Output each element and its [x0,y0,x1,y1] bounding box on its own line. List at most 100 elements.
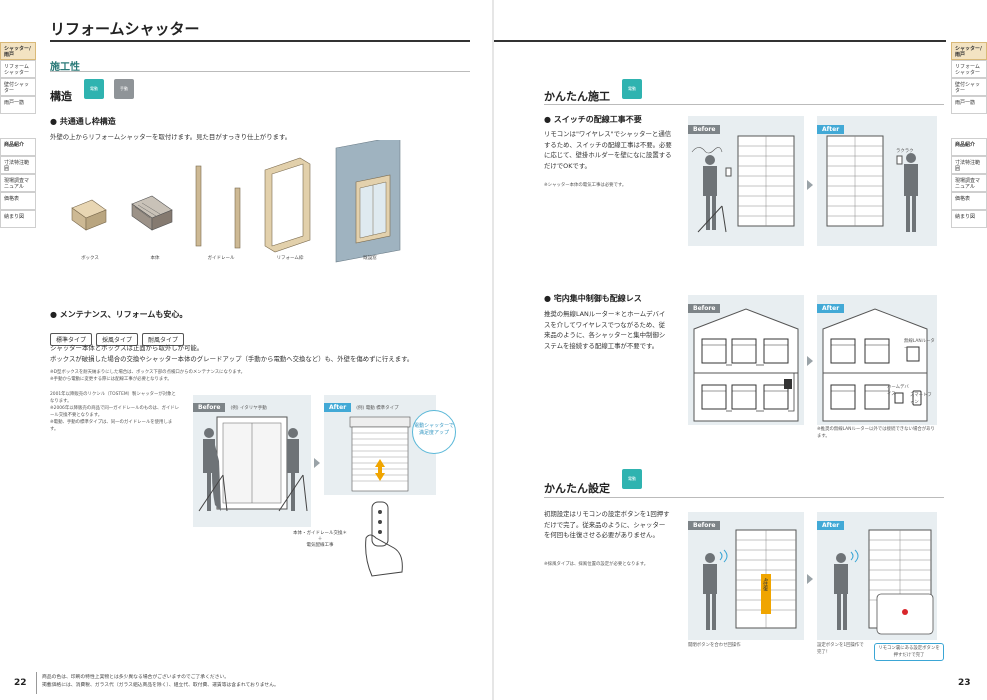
type-tags: 標準タイプ採風タイプ耐風タイプ [50,327,188,346]
tab-size-range-right[interactable]: 寸法特注範囲 [951,156,987,174]
tab-shutter[interactable]: シャッター/雨戸 [0,42,36,60]
easy-install-heading: かんたん施工 [544,90,610,103]
s3-before-caption: 開閉ボタンを合わせ回操作 [688,643,741,648]
s2-before-tag: Before [688,304,721,313]
tab-drawings-right[interactable]: 納まり図 [951,210,987,228]
s2-before-house [693,308,799,422]
tab-product-intro-right[interactable]: 商品紹介 [951,138,987,156]
s2-before-tag-row: Before [688,295,721,314]
target-note-3: ※電動、手動の標準タイプは、同一のガイドレールを使用します。 [50,420,173,432]
structure-heading: 構造 [50,90,72,103]
guide-rail-part [195,165,241,249]
note-1: ※D型ボックスを耐天納まりにした場合は、ボックス下部の点検口からのメンテナンスに… [50,370,246,375]
tab-drawings[interactable]: 納まり図 [0,210,36,228]
s2-after-house [822,308,928,422]
bullet-no-switch-wiring: ● スイッチの配線工事不要 [544,115,642,124]
body-part [131,195,173,231]
page-number-right: 23 [958,678,971,688]
badge-electric-right: 電動 [622,79,642,99]
badge-manual: 手動 [114,79,134,99]
s3-before-tag: Before [688,521,721,530]
tab-price-list[interactable]: 価格表 [0,192,36,210]
maintenance-text: シャッター本体とボックスは正面から取外しが可能。 ボックスが破損した場合の交換や… [50,343,450,364]
caption-guide-rail: ガイドレール [207,256,235,261]
tag-standard-type: 標準タイプ [50,333,93,346]
s3-arrow [807,574,813,584]
bullet-central-control: ● 宅内集中制御も配線レス [544,294,642,303]
s3-before-tag-row: Before [688,512,721,531]
home-device-label: ホームデバイス [887,385,909,397]
s2-arrow [807,356,813,366]
s3-after-panel [817,512,937,640]
section-heading: 施工性 [50,62,80,73]
caption-reform-frame: リフォーム枠 [276,256,304,261]
maintenance-notes: ※D型ボックスを耐天納まりにした場合は、ボックス下部の点検口からのメンテナンスに… [50,369,450,383]
target-note-1: 2001年以降販売のリクシル（TOSTEM）製シャッターが対象となります。 [50,392,176,404]
s1-after-tag: After [817,125,845,134]
page-number-left: 22 [14,678,27,688]
smartphone-label: スマートフォン [910,393,932,405]
s1-after-tag-row: After [817,116,845,135]
s2-after-tag: After [817,304,845,313]
tab-amado-right[interactable]: 雨戸一筋 [951,96,987,114]
tag-wind-resistant-type: 耐風タイプ [142,333,185,346]
s3-after-illustration [834,529,934,635]
setup-button-callout: リモコン裏にある設定ボタンを押すだけで完了 [874,643,944,661]
tab-survey-manual[interactable]: 現場調査マニュアル [0,174,36,192]
tab-price-list-right[interactable]: 価格表 [951,192,987,210]
s1-before-illustration [691,135,795,233]
caption-existing-window: 既設窓 [363,256,377,261]
easy-setup-note: ※採風タイプは、採風位置の設定が必要となります。 [544,562,649,567]
s1-after-panel [817,116,937,246]
tag-ventilation-type: 採風タイプ [96,333,139,346]
before-panel [193,395,311,527]
remote-hand-illustration [365,501,403,577]
badge-electric-setup: 電動 [622,469,642,489]
s2-after-tag-row: After [817,295,845,314]
tab-reform-shutter[interactable]: リフォームシャッター [0,60,36,78]
s1-before-tag: Before [688,125,721,134]
s1-before-tag-row: Before [688,116,721,135]
tab-amado[interactable]: 雨戸一筋 [0,96,36,114]
target-notes: 2001年以降販売のリクシル（TOSTEM）製シャッターが対象となります。 ※2… [50,391,180,433]
replacement-caption: 本体・ガイドレール交換＊ ＋ 電気配線工事 [293,531,347,548]
footer-divider [36,672,37,694]
side-tabs-right: シャッター/雨戸 リフォームシャッター 壁付シャッター 雨戸一筋 商品紹介 寸法… [951,42,987,238]
after-illustration [349,416,411,492]
tab-survey-manual-right[interactable]: 現場調査マニュアル [951,174,987,192]
after-desc: (例) 電動 標準タイプ [356,406,399,411]
s3-after-caption: 設定ボタンを1回操作で完了！ [817,643,864,655]
tab-size-range[interactable]: 寸法特注範囲 [0,156,36,174]
before-tag-row: Before (例) イタリヤ手動 [193,394,267,413]
caption-body: 本体 [150,256,160,261]
s3-before-illustration [703,529,797,630]
parts-illustration [71,140,401,263]
no-switch-wiring-text: リモコンは"ワイヤレス"でシャッターと通信するため、スイッチの配線工事は不要。必… [544,130,672,170]
tab-reform-shutter-right[interactable]: リフォームシャッター [951,60,987,78]
upgrade-bubble: 電動シャッターで満足度アップ [412,410,456,454]
s3-after-tag-row: After [817,512,845,531]
box-part [71,199,107,231]
tab-wall-shutter[interactable]: 壁付シャッター [0,78,36,96]
s3-before-panel [688,512,804,640]
s2-after-panel [817,295,937,425]
reform-frame-part [264,157,311,253]
tab-product-intro[interactable]: 商品紹介 [0,138,36,156]
easy-setup-text: 初期設定はリモコンの設定ボタンを1回押すだけで完了。従来品のように、シャッターを… [544,510,670,539]
easy-setup-rule [544,497,944,498]
no-switch-wiring-note: ※シャッター本体の電気工事は必要です。 [544,183,627,188]
before-desc: (例) イタリヤ手動 [230,406,267,411]
easy-install-rule [544,104,944,105]
maintenance-line-1: シャッター本体とボックスは正面から取外しが可能。 [50,344,204,352]
after-tag-row: After (例) 電動 標準タイプ [324,394,399,413]
title-rule-right [494,40,946,42]
arrow-right [314,458,320,468]
before-illustration [198,416,308,512]
s1-before-panel [688,116,804,246]
badge-electric: 電動 [84,79,104,99]
tab-shutter-right[interactable]: シャッター/雨戸 [951,42,987,60]
s1-arrow [807,180,813,190]
tab-wall-shutter-right[interactable]: 壁付シャッター [951,78,987,96]
caption-box: ボックス [81,256,99,261]
maintenance-line-2: ボックスが破損した場合の交換やシャッター本体のグレードアップ（手動から電動へ交換… [50,354,414,363]
